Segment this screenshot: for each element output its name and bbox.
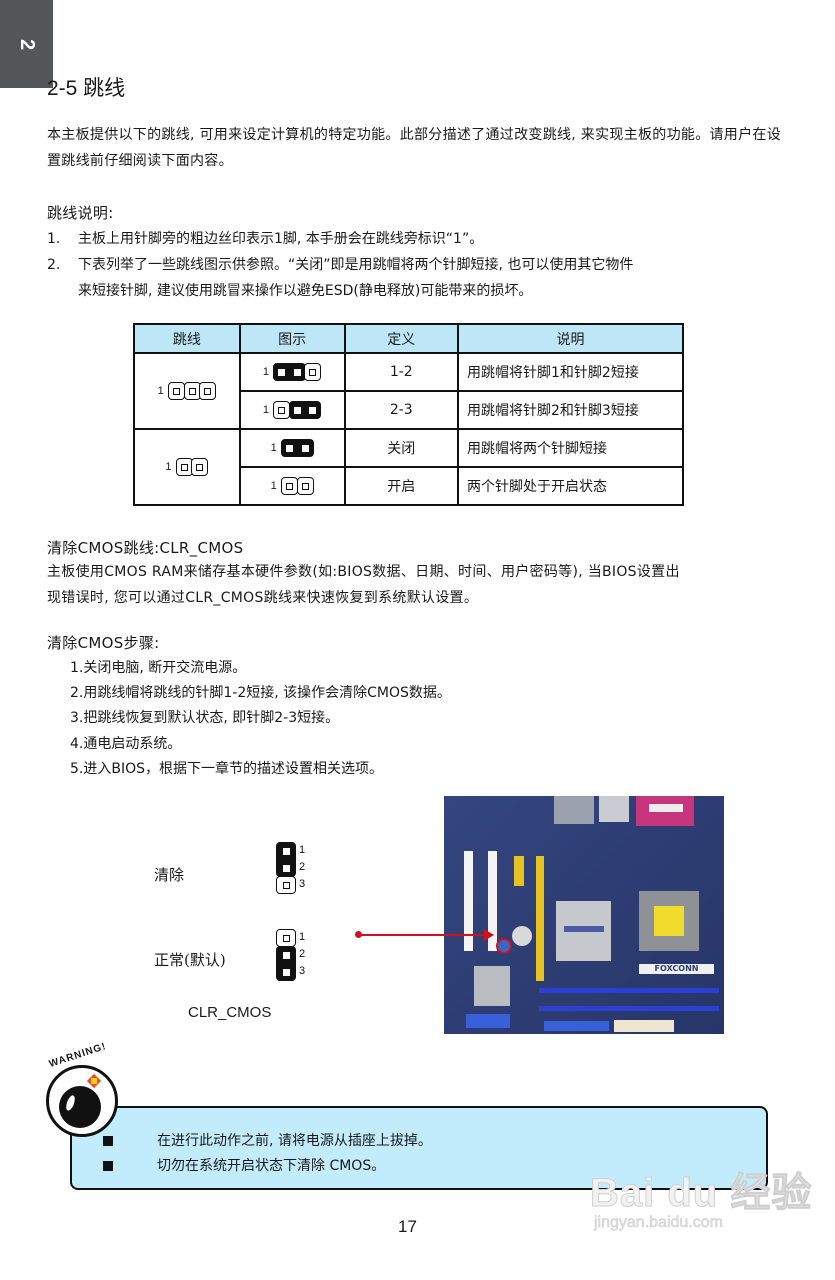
warning-box	[70, 1106, 768, 1190]
note-text: 来短接针脚, 建议使用跳冒来操作以避免ESD(静电释放)可能带来的损坏。	[78, 283, 533, 299]
note-number: 2.	[47, 257, 61, 273]
warning-item: 在进行此动作之前, 请将电源从插座上拔掉。	[103, 1130, 432, 1150]
jumper-table: 跳线 图示 定义 说明 1 1 1-2 用跳帽将针脚1和针脚2短接	[133, 323, 684, 506]
definition-cell: 开启	[343, 466, 460, 506]
watermark-url: jingyan.baidu.com	[594, 1214, 723, 1232]
warning-item: 切勿在系统开启状态下清除 CMOS。	[103, 1155, 385, 1175]
jumper-2pin-cell: 1	[133, 428, 241, 506]
step-item: 2.用跳线帽将跳线的针脚1-2短接, 该操作会清除CMOS数据。	[70, 685, 451, 701]
square-bullet-icon	[103, 1136, 113, 1146]
jumper-2-3-closed-icon: 1	[263, 401, 322, 419]
jumper-2pin-icon: 1	[165, 458, 209, 476]
jumper-3pin-icon: 1	[158, 382, 217, 400]
note-number: 1.	[47, 231, 61, 247]
square-bullet-icon	[103, 1161, 113, 1171]
diagram-cell: 1	[238, 352, 346, 392]
step-item: 4.通电启动系统。	[70, 736, 182, 752]
column-header: 定义	[343, 323, 460, 354]
page-number: 17	[398, 1217, 417, 1236]
watermark-main: Bai du 经验	[589, 1171, 813, 1216]
definition-cell: 1-2	[343, 352, 460, 392]
motherboard-photo: FOXCONN	[444, 796, 724, 1034]
jumper-clear-1-2-icon: 1 2 3	[276, 842, 305, 894]
diagram-cell: 1	[238, 390, 346, 430]
cmos-heading: 清除CMOS跳线:CLR_CMOS	[47, 539, 244, 557]
step-item: 5.进入BIOS，根据下一章节的描述设置相关选项。	[70, 761, 383, 777]
steps-heading: 清除CMOS步骤:	[47, 634, 160, 652]
pointer-arrow	[358, 934, 488, 936]
clear-label: 清除	[154, 866, 185, 884]
diagram-cell: 1	[238, 428, 346, 468]
table-row: 1 2-3 用跳帽将针脚2和针脚3短接	[134, 390, 684, 430]
step-item: 1.关闭电脑, 断开交流电源。	[70, 660, 247, 676]
table-header-row: 跳线 图示 定义 说明	[133, 323, 684, 354]
column-header: 跳线	[133, 323, 241, 354]
intro-paragraph: 本主板提供以下的跳线, 可用来设定计算机的特定功能。此部分描述了通过改变跳线, …	[47, 127, 781, 169]
description-cell: 用跳帽将两个针脚短接	[457, 428, 684, 468]
table-row: 1 1 1-2 用跳帽将针脚1和针脚2短接	[133, 352, 684, 430]
jumper-name-label: CLR_CMOS	[188, 1004, 272, 1021]
cmos-description-line: 现错误时, 您可以通过CLR_CMOS跳线来快速恢复到系统默认设置。	[47, 590, 479, 606]
description-cell: 用跳帽将针脚2和针脚3短接	[457, 390, 684, 430]
notes-heading: 跳线说明:	[47, 204, 114, 222]
description-cell: 两个针脚处于开启状态	[457, 466, 684, 506]
pointer-dot-icon	[355, 931, 362, 938]
arrow-head-icon	[484, 929, 494, 941]
note-text: 主板上用针脚旁的粗边丝印表示1脚, 本手册会在跳线旁标识“1”。	[78, 231, 484, 247]
jumper-1-2-closed-icon: 1	[263, 363, 322, 381]
step-item: 3.把跳线恢复到默认状态, 即针脚2-3短接。	[70, 710, 340, 726]
baidu-watermark: Bai du 经验 jingyan.baidu.com	[589, 1160, 813, 1232]
column-header: 说明	[457, 323, 684, 354]
definition-cell: 2-3	[343, 390, 460, 430]
cmos-description-line: 主板使用CMOS RAM来储存基本硬件参数(如:BIOS数据、日期、时间、用户密…	[47, 564, 680, 580]
jumper-open-icon: 1	[271, 477, 314, 495]
jumper-3pin-cell: 1	[133, 352, 241, 430]
jumper-normal-2-3-icon: 1 2 3	[276, 929, 305, 981]
description-cell: 用跳帽将针脚1和针脚2短接	[457, 352, 684, 392]
column-header: 图示	[238, 323, 346, 354]
normal-default-label: 正常(默认)	[154, 951, 226, 969]
chapter-number: 2	[16, 38, 38, 50]
jumper-closed-icon: 1	[271, 439, 314, 457]
diagram-cell: 1	[238, 466, 346, 506]
table-row: 1 开启 两个针脚处于开启状态	[134, 466, 684, 506]
bomb-warning-icon	[46, 1065, 118, 1137]
section-title: 2-5 跳线	[47, 77, 126, 100]
definition-cell: 关闭	[343, 428, 460, 468]
table-row: 1 1 关闭 用跳帽将两个针脚短接	[133, 428, 684, 506]
chapter-tab: 2	[0, 0, 53, 88]
note-text: 下表列举了一些跳线图示供参照。“关闭”即是用跳帽将两个针脚短接, 也可以使用其它…	[78, 257, 634, 273]
